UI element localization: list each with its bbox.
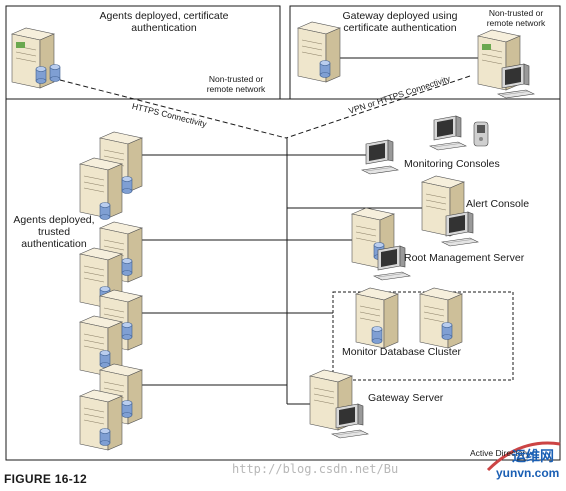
brand-logo-swoosh xyxy=(486,441,561,472)
alert-console-label: Alert Console xyxy=(466,198,530,210)
root-management-server-icon xyxy=(351,207,411,281)
figure-caption: FIGURE 16-12 xyxy=(4,472,87,486)
database-server-icon xyxy=(355,287,399,349)
top-left-box-title: Agents deployed, certificate authenticat… xyxy=(99,10,229,34)
vpn-connectivity-line xyxy=(285,75,471,139)
active-directory-label: Active Directory xyxy=(470,448,530,458)
watermark-text: http://blog.csdn.net/Bu xyxy=(232,462,399,476)
monitoring-console-pc-icon xyxy=(429,115,467,151)
alert-console-server-icon xyxy=(421,175,479,247)
agent-server-stack-4 xyxy=(79,363,143,451)
monitoring-console-pc-icon xyxy=(361,139,399,175)
top-left-box-note: Non-trusted or remote network xyxy=(206,74,266,94)
agent-server-stack-1 xyxy=(79,131,143,220)
top-right-box-note: Non-trusted or remote network xyxy=(486,8,546,28)
database-server-icon xyxy=(419,287,463,349)
brand-site: yunvn.com xyxy=(496,466,560,480)
gateway-server-label: Gateway Server xyxy=(368,392,444,404)
mobile-device-icon xyxy=(473,121,489,147)
top-right-box-title: Gateway deployed using certificate authe… xyxy=(342,10,458,34)
https-connectivity-line xyxy=(59,79,287,139)
monitor-database-cluster-label: Monitor Database Cluster xyxy=(342,346,462,358)
root-management-server-label: Root Management Server xyxy=(404,252,525,264)
database-cluster-box xyxy=(332,291,514,381)
monitoring-consoles-label: Monitoring Consoles xyxy=(404,158,500,170)
agent-server-icon-remote xyxy=(477,29,535,99)
trusted-network-frame xyxy=(5,98,561,461)
agents-trusted-label: Agents deployed, trusted authentication xyxy=(13,214,95,250)
brand-name: 运维网 xyxy=(512,448,554,464)
agent-server-icon xyxy=(11,27,61,89)
